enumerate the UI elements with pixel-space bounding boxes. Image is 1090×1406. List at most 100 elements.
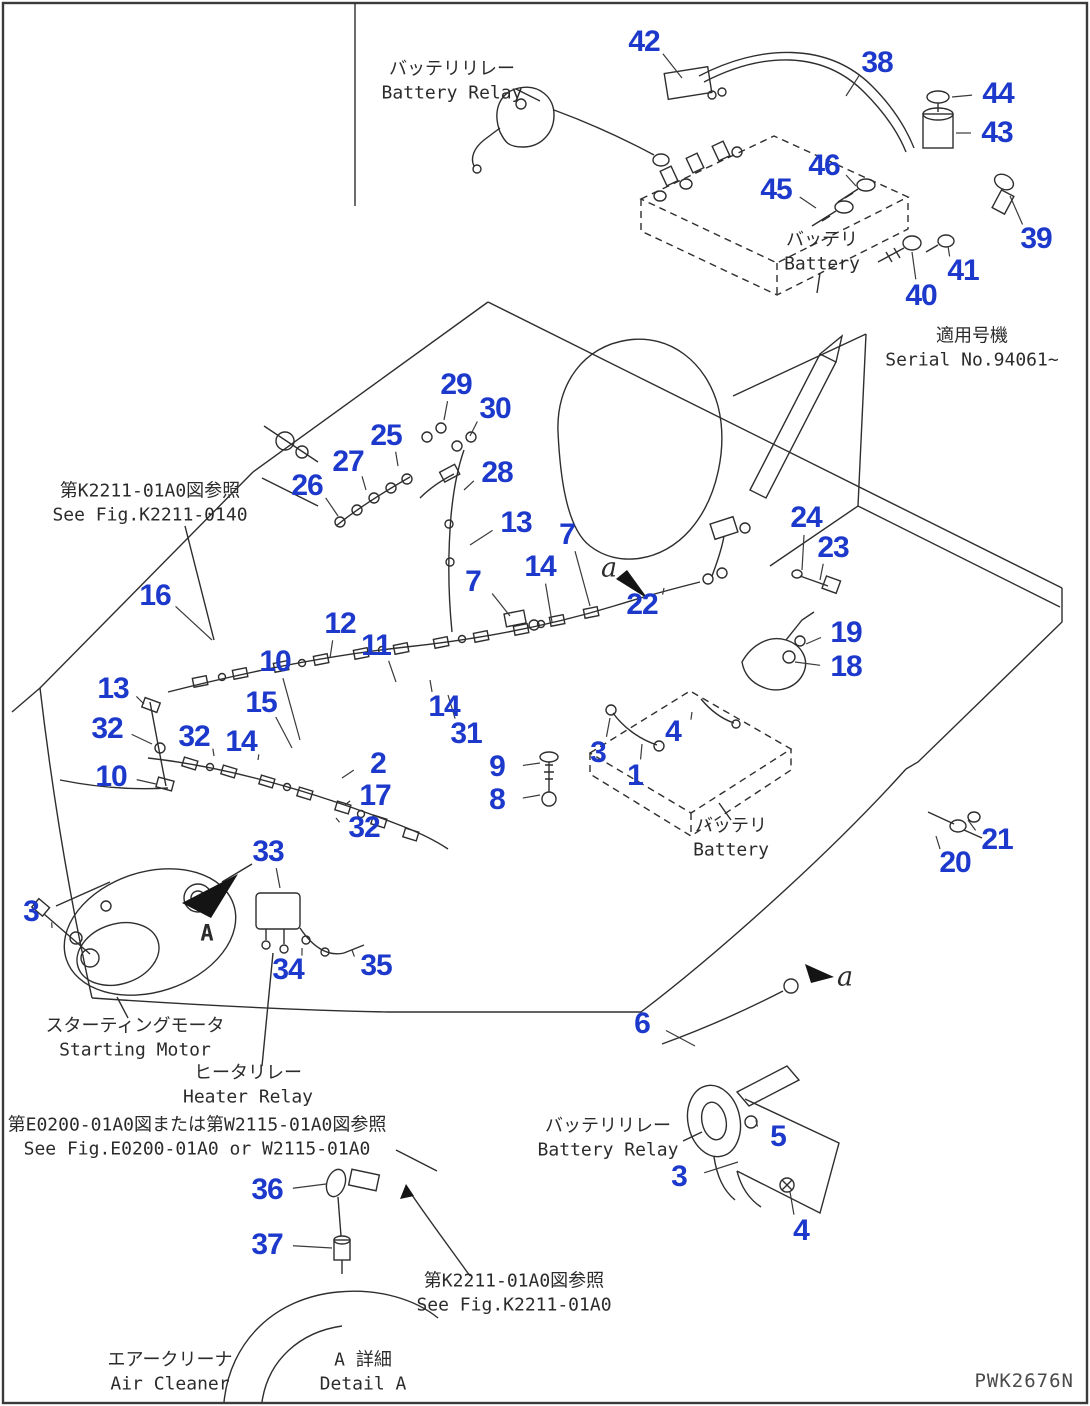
leader-line-40 [911, 251, 917, 280]
leader-line-14 [429, 679, 433, 693]
callout-28: 28 [481, 456, 513, 489]
callout-45: 45 [760, 173, 792, 206]
leader-line-46 [845, 174, 857, 187]
upper-connector-chain [263, 425, 413, 528]
detail-a-letter: A [200, 921, 214, 947]
leader-line-4 [690, 711, 693, 720]
leader-line-3 [605, 717, 611, 738]
callout-32: 32 [178, 720, 210, 753]
callout-9: 9 [489, 750, 506, 783]
harness-wire-38-group [663, 51, 915, 153]
callout-33: 33 [252, 835, 284, 868]
callout-14: 14 [524, 550, 556, 583]
leader-line-14 [257, 754, 260, 761]
callout-43: 43 [981, 116, 1013, 149]
leader-line-10 [282, 678, 301, 741]
leader-line-13 [135, 695, 145, 705]
leader-line-26 [325, 497, 339, 517]
leader-line-45 [799, 196, 817, 209]
battery-label-top: バッテリ Battery [784, 229, 860, 275]
leader-line-32 [131, 733, 153, 745]
leader-line-35 [351, 949, 355, 957]
battery-top-group [639, 135, 910, 296]
battery-relay-label-top: バッテリリレー Battery Relay [381, 58, 523, 104]
point-a-bottom: a [836, 961, 854, 993]
wire-34-35-group [299, 927, 365, 957]
lower-harness-group [59, 696, 449, 850]
leader-line-44 [951, 94, 973, 98]
leader-line-17 [344, 800, 351, 806]
callout-1: 1 [627, 759, 644, 792]
top-bolts-group [811, 90, 1015, 263]
leader-line-30 [469, 421, 478, 437]
leader-line-21 [967, 819, 977, 831]
main-harness-group [167, 605, 615, 693]
air-cleaner-label: エアークリーナ Air Cleaner [107, 1349, 233, 1395]
point-a-bottom-arrow-icon [805, 964, 834, 983]
leader-line-29 [443, 400, 449, 421]
battery-relay-top-group [471, 86, 670, 174]
callout-8: 8 [489, 783, 506, 816]
leader-line-9 [522, 762, 541, 767]
leader-line-37 [292, 1245, 333, 1249]
callout-35: 35 [360, 949, 392, 982]
leader-line-10 [136, 779, 157, 785]
rod-group [749, 334, 844, 499]
leader-line-6 [665, 1029, 696, 1047]
leader-line-19 [805, 636, 822, 645]
callout-24: 24 [790, 501, 822, 534]
leader-line-15 [275, 716, 293, 749]
callout-10: 10 [95, 760, 127, 793]
callout-25: 25 [370, 419, 402, 452]
callout-10: 10 [259, 645, 291, 678]
see-fig-arrowhead-icon [400, 1184, 414, 1199]
callout-26: 26 [291, 469, 323, 502]
leader-line-28 [463, 480, 475, 491]
callout-7: 7 [559, 518, 576, 551]
callout-15: 15 [245, 686, 277, 719]
leader-line-23 [819, 563, 824, 581]
callout-20: 20 [939, 846, 971, 879]
callout-39: 39 [1020, 222, 1052, 255]
leader-line-25 [395, 451, 399, 467]
callout-22: 22 [626, 588, 658, 621]
leader-line-38 [845, 75, 860, 97]
machine-body-outline [11, 301, 1063, 1013]
callout-5: 5 [770, 1120, 787, 1153]
callout-23: 23 [817, 531, 849, 564]
callout-3: 3 [590, 736, 607, 769]
callout-21: 21 [981, 823, 1013, 856]
leader-line-39 [1009, 195, 1024, 225]
leader-line-22 [661, 587, 665, 595]
detail-a-bottom-group [223, 1168, 471, 1403]
callout-34: 34 [272, 953, 304, 986]
point-a-top: a [600, 552, 618, 584]
detail-a-label: A 詳細 Detail A [319, 1349, 407, 1395]
callout-37: 37 [251, 1228, 283, 1261]
callout-14: 14 [225, 725, 257, 758]
bolt-8-9-group [539, 751, 559, 807]
leader-line-41 [947, 245, 951, 257]
callout-42: 42 [628, 25, 660, 58]
leader-line-31 [447, 694, 456, 719]
callout-6: 6 [634, 1007, 651, 1040]
right-harness-group [613, 515, 842, 691]
callout-27: 27 [332, 445, 364, 478]
battery-relay-label-bottom: バッテリリレー Battery Relay [537, 1115, 679, 1161]
leader-line-4 [789, 1191, 795, 1215]
leader-line-16 [175, 605, 213, 641]
callout-38: 38 [861, 46, 893, 79]
window-opening [557, 338, 723, 560]
callout-32: 32 [348, 811, 380, 844]
battery-mid-group [588, 690, 793, 837]
leader-line-3 [704, 1161, 739, 1174]
callout-16: 16 [139, 579, 171, 612]
leader-line-14 [544, 583, 553, 623]
vertical-wire-group [419, 422, 477, 633]
see-fig-e0200: 第E0200-01A0図または第W2115-01A0図参照 See Fig.E0… [7, 1114, 387, 1160]
callout-3: 3 [671, 1160, 688, 1193]
leader-line-7 [574, 551, 591, 607]
